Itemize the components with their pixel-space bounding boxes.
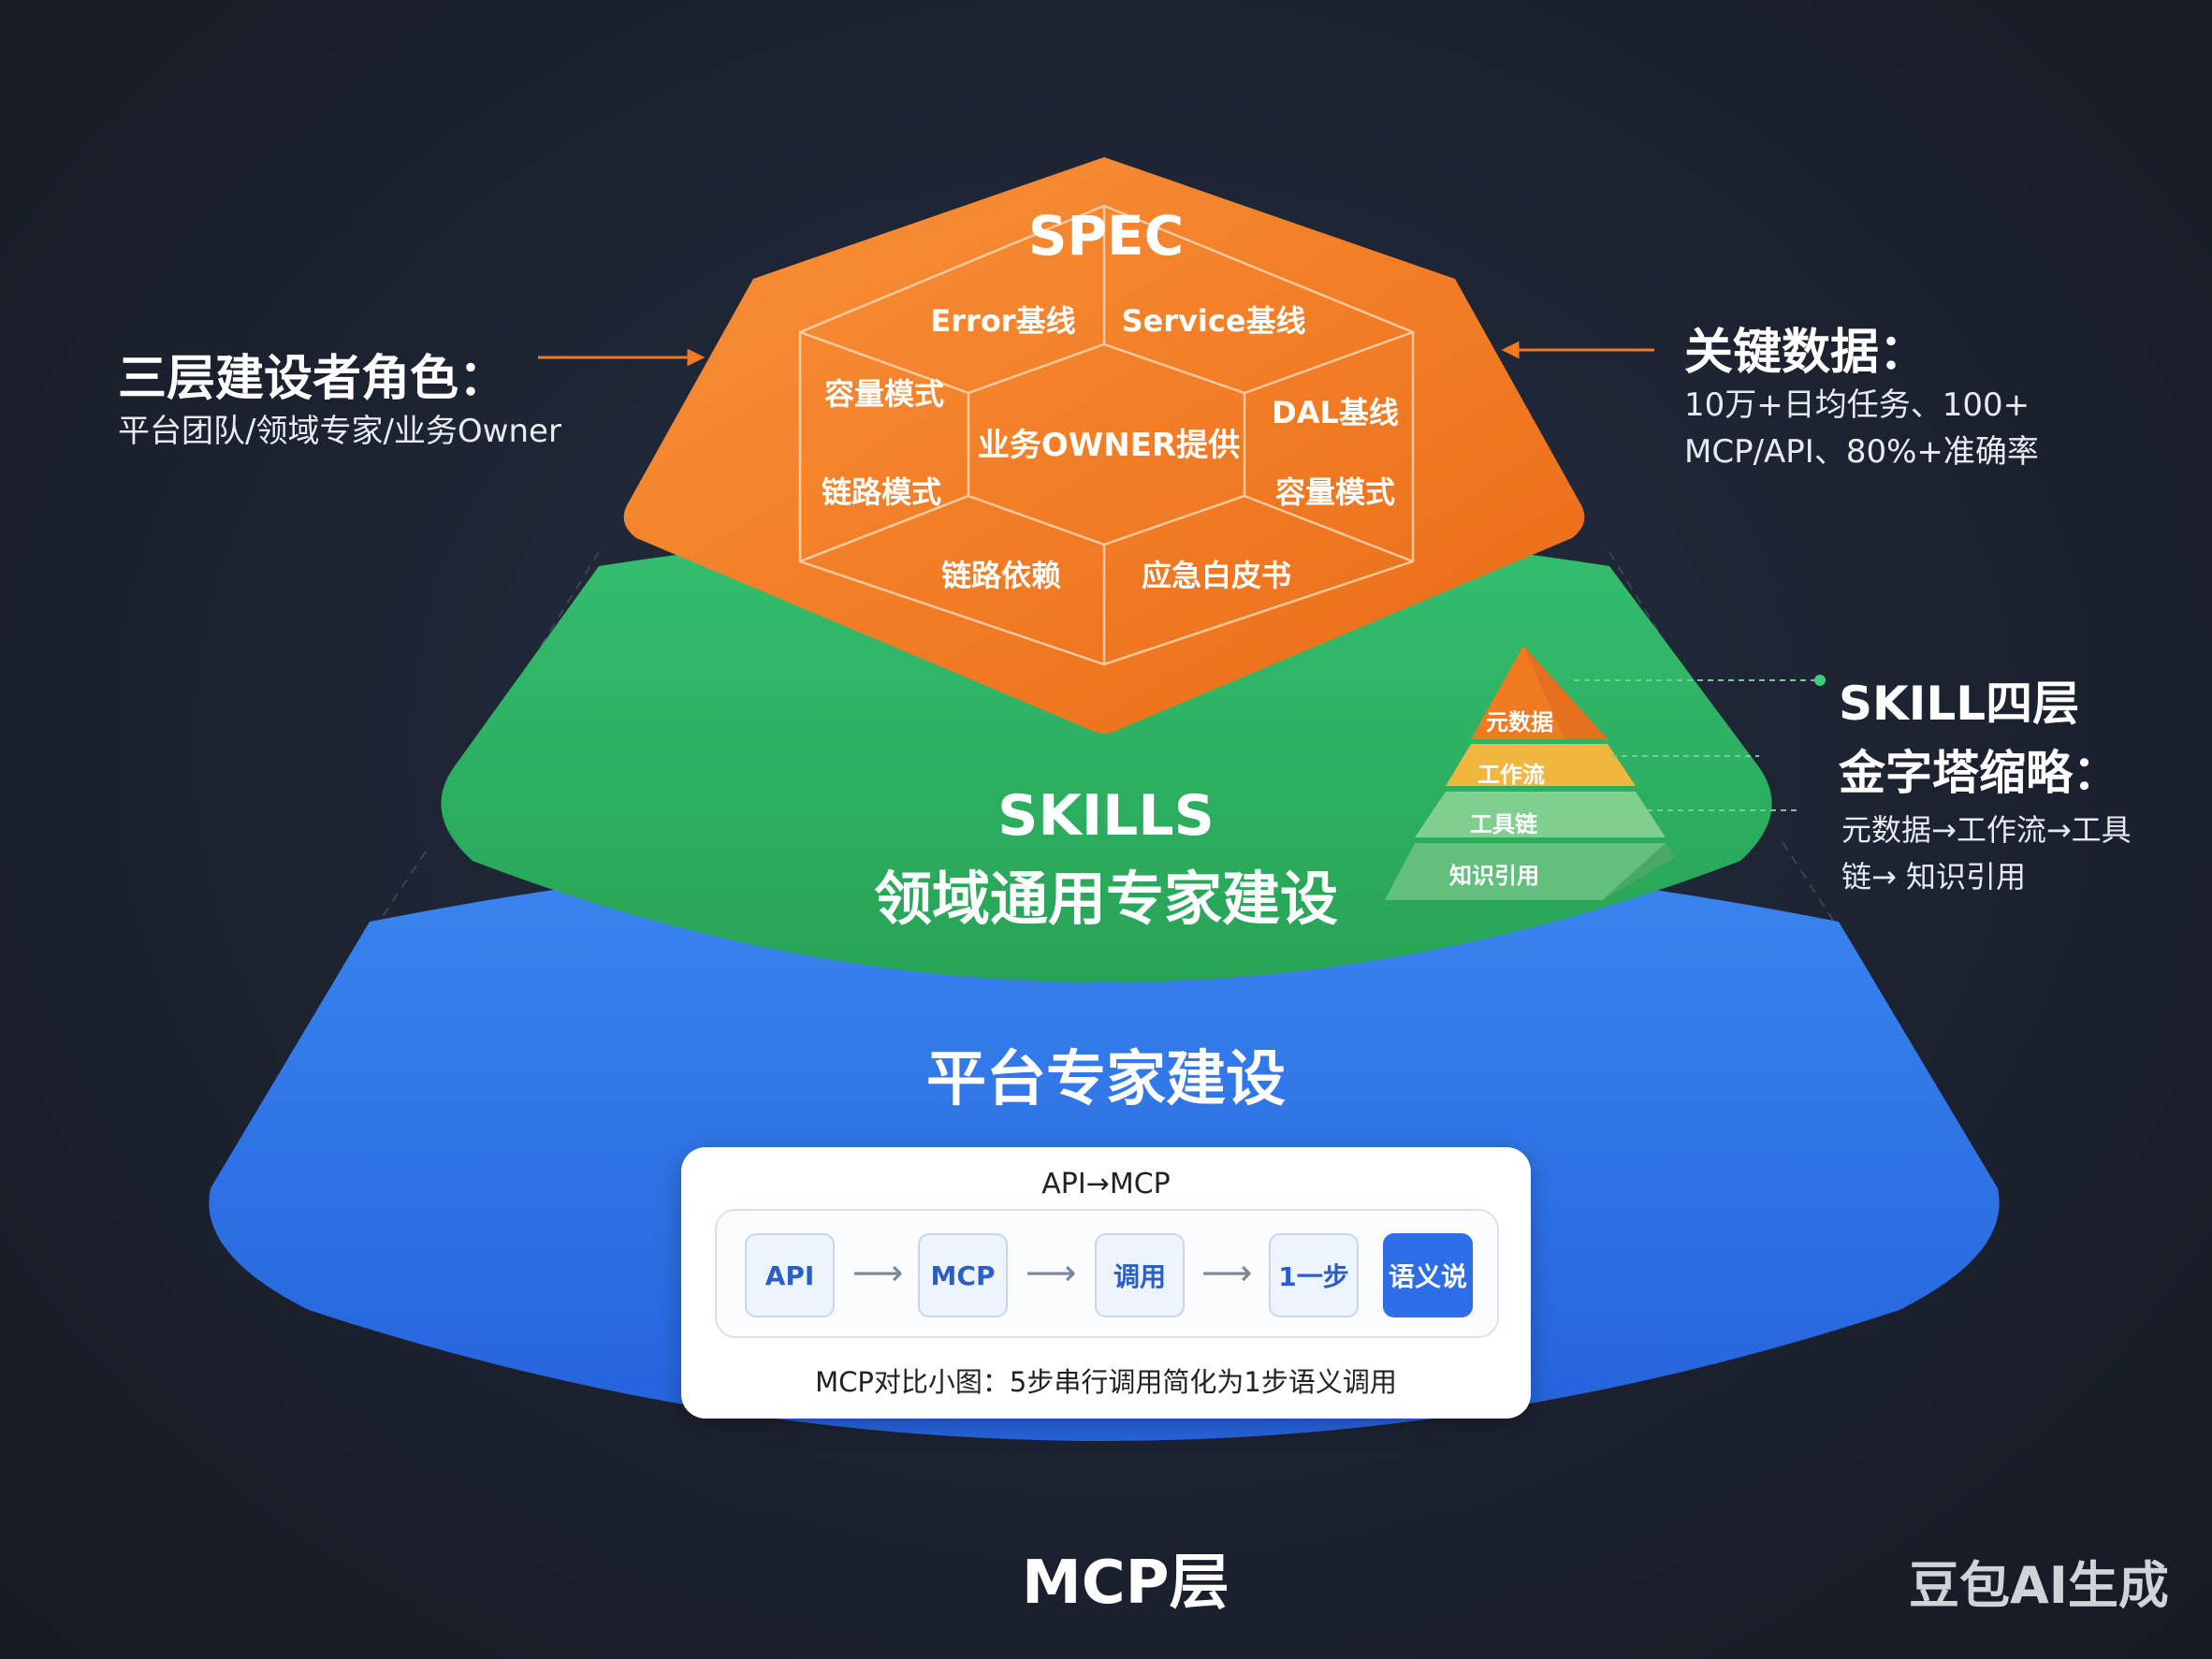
right-arrow-icon: ⟶: [1026, 1252, 1077, 1293]
spec-center: 业务OWNER提供: [978, 427, 1240, 464]
right-arrow-icon: ⟶: [1201, 1252, 1253, 1293]
spec-title: SPEC: [1028, 204, 1184, 268]
flow-step: 1一步: [1269, 1233, 1359, 1317]
skill-note-title: 金字塔缩略：: [1839, 746, 2119, 800]
skills-subtitle: 领域通用专家建设: [874, 865, 1338, 933]
left-note-title: 三层建设者角色：: [118, 351, 508, 407]
left-note-text: 平台团队/领域专家/业务Owner: [118, 413, 561, 450]
skill-note-line: 链→ 知识引用: [1841, 859, 2026, 895]
spec-cell: Error基线: [930, 303, 1075, 339]
right-note-line: MCP/API、80%+准确率: [1684, 433, 2039, 471]
bottom-layer-label: MCP层: [1022, 1549, 1230, 1618]
watermark: 豆包AI生成: [1909, 1556, 2169, 1615]
right-note-title: 关键数据：: [1684, 325, 1928, 381]
spec-cell: 容量模式: [824, 376, 944, 412]
skill-note-line: 元数据→工作流→工具: [1841, 812, 2132, 848]
flow-step: 调用: [1095, 1233, 1185, 1317]
spec-cell: 链路模式: [822, 474, 941, 510]
left-arrow: [538, 348, 706, 367]
spec-cell: 应急白皮书: [1142, 558, 1291, 593]
spec-cell: 容量模式: [1275, 474, 1395, 510]
skills-title: SKILLS: [997, 783, 1215, 849]
pyramid-level: 工作流: [1477, 762, 1545, 788]
api-mcp-card: API→MCP API ⟶ MCP ⟶ 调用 ⟶ 1一步 语义说 MCP对比小图…: [681, 1147, 1531, 1419]
flow-caption: MCP对比小图：5步串行调用简化为1步语义调用: [815, 1366, 1397, 1398]
skill-note-title: SKILL四层: [1839, 677, 2080, 731]
flow-step: MCP: [918, 1233, 1008, 1317]
skill-pyramid: [1385, 646, 1675, 900]
pyramid-level: 知识引用: [1449, 863, 1539, 889]
platform-layer: [209, 849, 2000, 1441]
flow-step: API: [745, 1233, 835, 1317]
pyramid-level: 元数据: [1486, 709, 1553, 735]
flow-title: API→MCP: [1041, 1168, 1171, 1201]
spec-grid: [798, 204, 1415, 666]
pyramid-level: 工具链: [1470, 811, 1538, 837]
flow-step-active: 语义说: [1383, 1233, 1473, 1317]
platform-title: 平台专家建设: [926, 1045, 1286, 1114]
spec-cell: Service基线: [1121, 303, 1305, 339]
spec-cell: DAL基线: [1272, 395, 1399, 430]
pyramid-pointers: [1574, 679, 1815, 811]
pointer-dot: [1814, 675, 1826, 686]
flow-steps: API ⟶ MCP ⟶ 调用 ⟶ 1一步 语义说: [715, 1209, 1499, 1338]
spec-hexagon: [623, 157, 1585, 734]
right-arrow: [1501, 341, 1654, 359]
right-arrow-icon: ⟶: [852, 1252, 904, 1293]
spec-cell: 链路依赖: [941, 558, 1061, 593]
right-note-line: 10万+日均任务、100+: [1684, 386, 2030, 424]
